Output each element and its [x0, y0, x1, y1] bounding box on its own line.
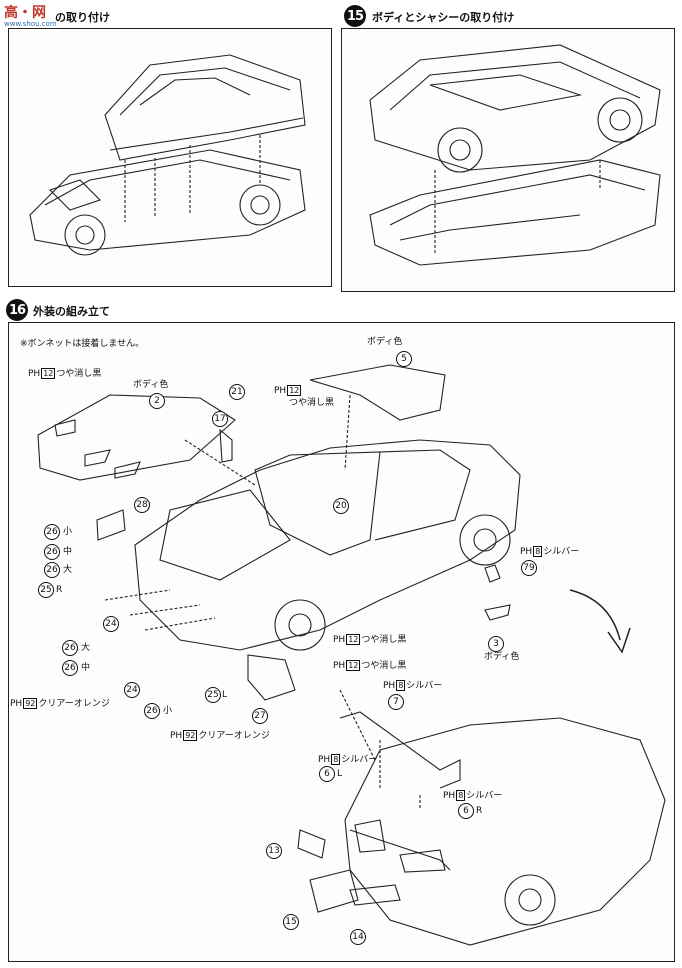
part-5: 5: [396, 351, 412, 367]
watermark-logo: 高・网 www.shou.com: [4, 5, 57, 28]
step16-hood-part: [37, 394, 236, 481]
label-r-25: R: [56, 585, 63, 595]
part-28: 28: [134, 497, 150, 513]
label-small-1: 小: [63, 527, 73, 537]
part-26-small: 26: [44, 524, 60, 540]
step15-chassis-inverted: [369, 44, 661, 173]
label-large-1: 大: [63, 565, 73, 575]
part-25-l: 25: [205, 687, 221, 703]
step15-title: ボディとシャシーの取り付け: [372, 11, 515, 24]
step16-car-body: [134, 439, 521, 651]
label-medium-2: 中: [81, 663, 91, 673]
part-6-r: 6: [458, 803, 474, 819]
step14-guide-lines: [124, 135, 261, 222]
step16-rotate-arrow: [569, 589, 631, 654]
part-26-large: 26: [44, 562, 60, 578]
bonnet-note: ※ボンネットは接着しません。: [20, 339, 145, 349]
label-body-color-3: ボディ色: [484, 652, 520, 662]
step16-title: 外装の組み立て: [33, 305, 110, 318]
part-27: 27: [252, 708, 268, 724]
step16-rear-car: [339, 711, 666, 946]
step15-badge: 15: [344, 5, 366, 27]
part-13: 13: [266, 843, 282, 859]
part-7: 7: [388, 694, 404, 710]
label-body-color-5: ボディ色: [367, 337, 403, 347]
step14-title: の取り付け: [55, 11, 110, 24]
part-24-upper: 24: [103, 616, 119, 632]
label-small-2: 小: [163, 706, 173, 716]
step16-panel: [8, 322, 675, 962]
step14-body-shell: [104, 54, 306, 161]
step16-trunk-lid: [309, 364, 446, 421]
step16-badge: 16: [6, 299, 28, 321]
part-17: 17: [212, 411, 228, 427]
label-l-6: L: [337, 769, 343, 779]
part-21: 21: [229, 384, 245, 400]
part-15: 15: [283, 914, 299, 930]
part-25-r: 25: [38, 582, 54, 598]
part-26-large-2: 26: [62, 640, 78, 656]
part-2: 2: [149, 393, 165, 409]
part-3: 3: [488, 636, 504, 652]
label-l-25: L: [222, 690, 228, 700]
step15-body-inverted: [369, 159, 661, 266]
step16-guide-lines: [104, 394, 421, 810]
part-26-small-2: 26: [144, 703, 160, 719]
part-20: 20: [333, 498, 349, 514]
step16-small-parts: [96, 428, 511, 913]
part-26-medium-2: 26: [62, 660, 78, 676]
label-body-color-2: ボディ色: [133, 380, 169, 390]
part-14: 14: [350, 929, 366, 945]
label-medium-1: 中: [63, 547, 73, 557]
step15-guide-lines: [434, 160, 601, 255]
part-26-medium: 26: [44, 544, 60, 560]
label-r-6: R: [476, 806, 483, 816]
part-24-lower: 24: [124, 682, 140, 698]
part-79: 79: [521, 560, 537, 576]
part-6-l: 6: [319, 766, 335, 782]
step14-chassis: [29, 149, 306, 256]
label-large-2: 大: [81, 643, 91, 653]
label-flat-black-wiper: つや消し黒: [289, 398, 335, 408]
